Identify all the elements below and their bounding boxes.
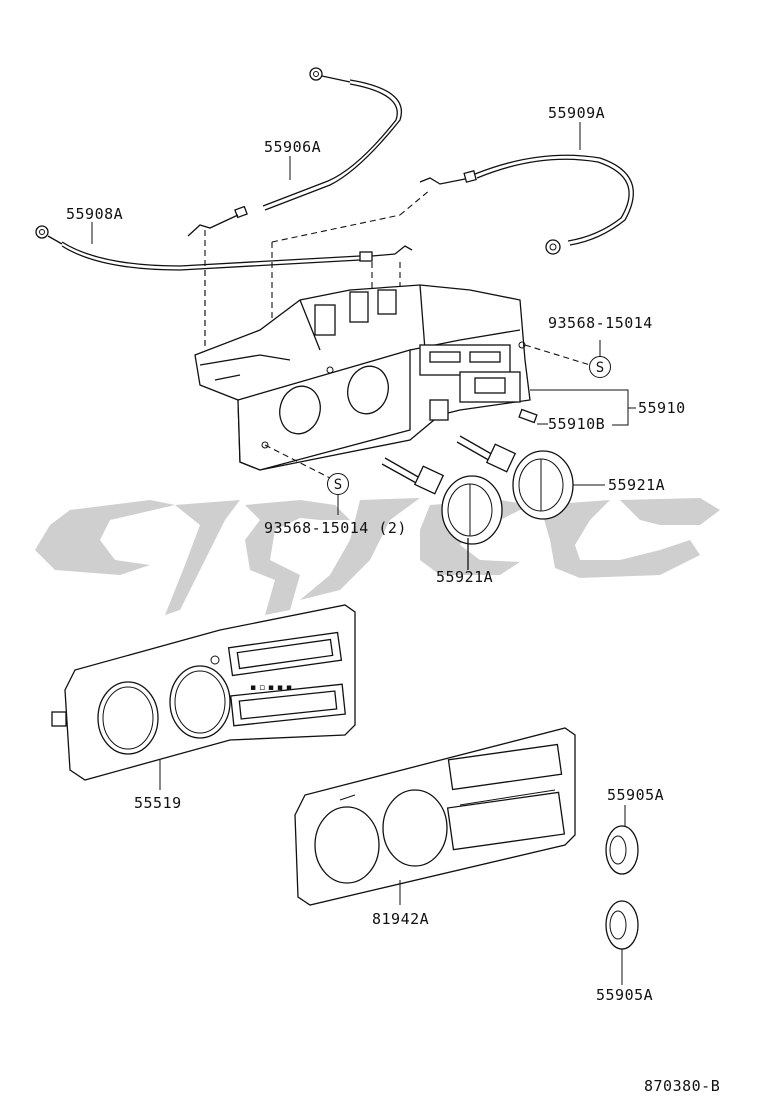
heater-control-assembly [194, 284, 538, 471]
label-55910: 55910 [638, 399, 686, 417]
label-55921A-right: 55921A [608, 476, 666, 494]
label-55519: 55519 [134, 794, 182, 812]
clip-symbol-bottom: S [327, 473, 349, 495]
knob-55921A-rear [456, 435, 605, 520]
watermark-logo [35, 498, 720, 615]
diagram-code: 870380-B [644, 1077, 721, 1095]
knob-cap-55905A-top [605, 805, 639, 875]
label-55910B: 55910B [548, 415, 606, 433]
label-81942A: 81942A [372, 910, 430, 928]
panel-55519: ▪ ▫ ▪ ▪ ▪ [51, 604, 356, 790]
label-55908A: 55908A [66, 205, 124, 223]
clip-symbol-top: S [589, 356, 611, 378]
label-93568-top: 93568-15014 [548, 314, 653, 332]
label-55921A-bottom: 55921A [436, 568, 494, 586]
cable-55908A [35, 225, 413, 271]
label-55906A: 55906A [264, 138, 322, 156]
svg-text:▪ ▫ ▪ ▪ ▪: ▪ ▫ ▪ ▪ ▪ [250, 683, 292, 693]
cable-55906A [187, 67, 402, 237]
knob-cap-55905A-bottom [605, 900, 639, 985]
bracket-55910 [530, 389, 636, 426]
cable-55909A [419, 154, 634, 255]
label-93568-bottom: 93568-15014 (2) [264, 519, 407, 537]
clip-leaders [264, 340, 601, 515]
label-55909A: 55909A [548, 104, 606, 122]
knob-55921A-front [381, 457, 503, 570]
label-55905A-top: 55905A [607, 786, 665, 804]
panel-81942A [294, 727, 576, 906]
label-55905A-bottom: 55905A [596, 986, 654, 1004]
